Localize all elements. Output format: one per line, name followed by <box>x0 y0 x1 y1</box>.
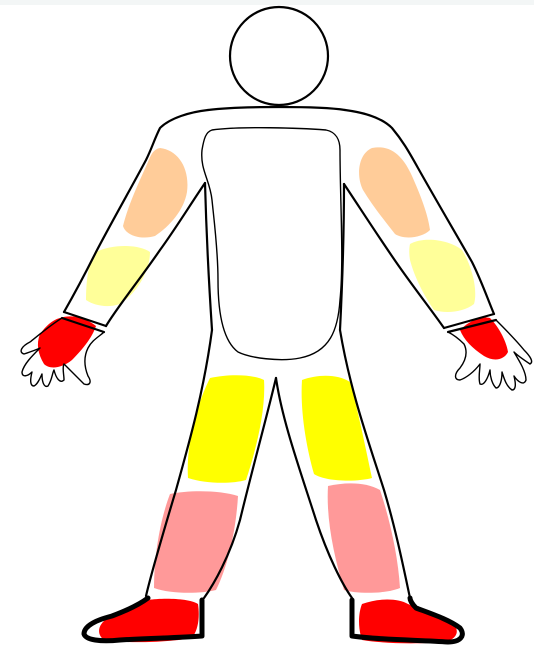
left-shin-zone <box>154 491 238 593</box>
chest-plate-outline <box>202 128 342 360</box>
torso-left-outline <box>205 183 212 330</box>
left-hand-zone <box>38 316 96 367</box>
head-outline <box>230 7 328 105</box>
right-thigh-zone <box>302 376 372 481</box>
shoulder-outline <box>208 107 345 110</box>
